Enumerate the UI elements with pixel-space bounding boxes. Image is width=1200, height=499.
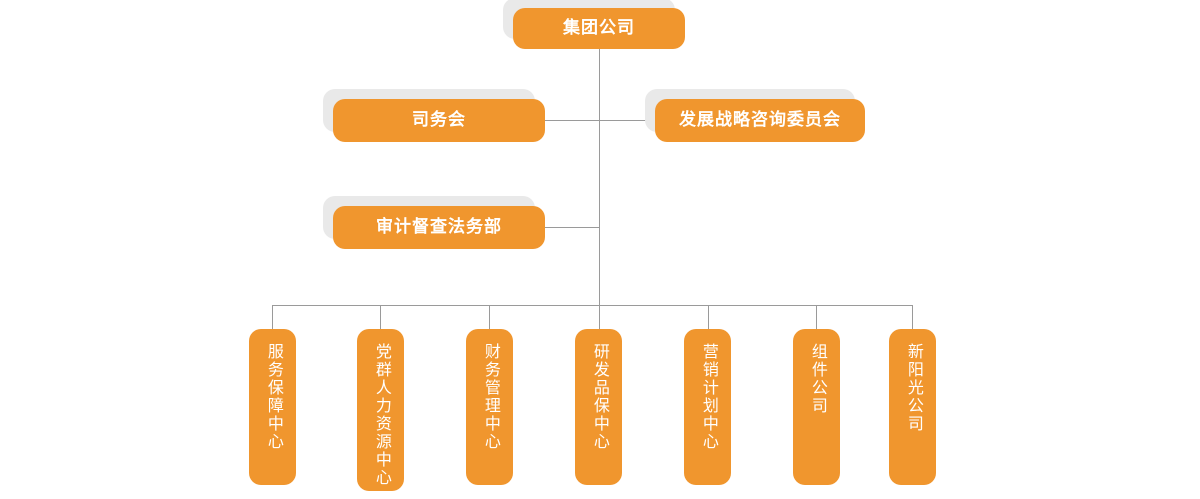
node-label: 新阳光公司 [904,343,922,433]
node-label: 集团公司 [563,18,635,38]
drop-line-dept-7 [912,305,913,329]
node-body: 党群人力资源中心 [357,329,404,491]
department-bus-line [272,305,913,306]
node-body: 研发品保中心 [575,329,622,485]
node-label: 营销计划中心 [699,343,717,451]
connector-siwuhui [545,120,600,121]
node-label: 党群人力资源中心 [372,343,390,487]
node-body: 财务管理中心 [466,329,513,485]
node-root-group-company[interactable]: 集团公司 [503,0,685,49]
node-department-xinyangguang-company[interactable]: 新阳光公司 [889,329,936,485]
node-label: 发展战略咨询委员会 [679,110,841,130]
node-department-rnd-quality[interactable]: 研发品保中心 [575,329,622,485]
node-department-module-company[interactable]: 组件公司 [793,329,840,485]
node-body: 审计督查法务部 [333,206,545,249]
node-body: 组件公司 [793,329,840,485]
node-body: 新阳光公司 [889,329,936,485]
drop-line-dept-5 [708,305,709,329]
node-body: 服务保障中心 [249,329,296,485]
node-label: 服务保障中心 [264,343,282,451]
node-body: 司务会 [333,99,545,142]
drop-line-dept-6 [816,305,817,329]
node-audit-supervision-legal[interactable]: 审计督查法务部 [323,196,545,249]
node-label: 财务管理中心 [481,343,499,451]
node-strategy-committee[interactable]: 发展战略咨询委员会 [645,89,865,142]
drop-line-dept-3 [489,305,490,329]
node-department-marketing-planning[interactable]: 营销计划中心 [684,329,731,485]
node-body: 集团公司 [513,8,685,49]
node-label: 研发品保中心 [590,343,608,451]
drop-line-dept-4 [599,305,600,329]
drop-line-dept-2 [380,305,381,329]
node-body: 发展战略咨询委员会 [655,99,865,142]
node-department-finance-management[interactable]: 财务管理中心 [466,329,513,485]
node-label: 组件公司 [808,343,826,415]
drop-line-dept-1 [272,305,273,329]
node-label: 审计督查法务部 [376,217,502,237]
node-siwuhui[interactable]: 司务会 [323,89,545,142]
node-label: 司务会 [412,110,466,130]
node-department-party-hr[interactable]: 党群人力资源中心 [357,329,404,491]
connector-strategy-committee [599,120,655,121]
node-body: 营销计划中心 [684,329,731,485]
node-department-service-support[interactable]: 服务保障中心 [249,329,296,485]
trunk-line-root-to-bus [599,49,600,305]
connector-audit-legal [545,227,600,228]
